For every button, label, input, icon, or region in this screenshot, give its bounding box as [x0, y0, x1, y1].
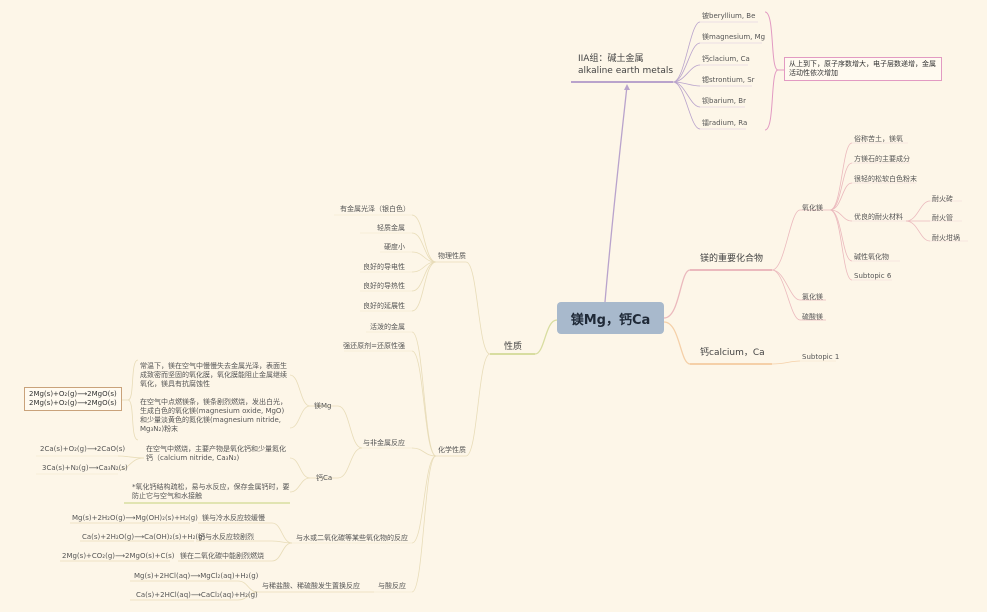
ca-equation[interactable]: 2Ca(s)+O₂(g)⟶2CaO(s) — [40, 445, 126, 453]
compound-other[interactable]: 氯化镁 — [802, 293, 823, 301]
water-item[interactable]: 镁与冷水反应较缓慢 — [202, 514, 265, 522]
mg-equation-box[interactable]: 2Mg(s)+O₂(g)⟶2MgO(s) 2Mg(s)+O₂(g)⟶2MgO(s… — [24, 387, 122, 411]
connector-calcium — [663, 321, 691, 365]
mg-equation: 2Mg(s)+O₂(g)⟶2MgO(s) — [29, 399, 117, 407]
mg-text-combustion[interactable]: 在空气中点燃镁条，镁条剧烈燃烧，发出白光，生成白色的氧化镁(magnesium … — [140, 398, 287, 433]
nonmetal-reaction[interactable]: 与非金属反应 — [363, 439, 405, 447]
arrow-icon — [624, 84, 630, 90]
mgo-item[interactable]: 碱性氧化物 — [854, 253, 889, 261]
element-item[interactable]: 镭radium, Ra — [702, 119, 748, 127]
connector-compounds — [663, 269, 691, 319]
underline-elements — [700, 21, 762, 130]
calcium-title[interactable]: 钙calcium，Ca — [700, 348, 765, 358]
physical-label[interactable]: 物理性质 — [438, 252, 466, 260]
mg-label[interactable]: 镁Mg — [314, 402, 332, 410]
physical-item[interactable]: 有金属光泽（银白色） — [340, 205, 410, 213]
mgo-item[interactable]: 很轻的松软白色粉末 — [854, 175, 917, 183]
chemical-reducer[interactable]: 强还原剂=还原性强 — [343, 342, 405, 350]
ca-text-storage[interactable]: *氧化钙结构疏松，易与水反应，保存金属钙时，要防止它与空气和水接触 — [132, 483, 290, 500]
water-equation[interactable]: 2Mg(s)+CO₂(g)⟶2MgO(s)+C(s) — [62, 552, 175, 560]
water-item[interactable]: 钙与水反应较剧烈 — [198, 533, 254, 541]
group-title-line1[interactable]: IIA组：碱土金属 — [578, 54, 644, 64]
ca-equation[interactable]: 3Ca(s)+N₂(g)⟶Ca₃N₂(s) — [42, 464, 128, 472]
calcium-subtopic[interactable]: Subtopic 1 — [802, 353, 840, 361]
water-reaction[interactable]: 与水或二氧化碳等某些氧化物的反应 — [296, 534, 408, 542]
mgo-item[interactable]: 优良的耐火材料 — [854, 213, 903, 221]
acid-reaction[interactable]: 与酸反应 — [378, 582, 406, 590]
physical-item[interactable]: 良好的导电性 — [363, 263, 405, 271]
refractory-item[interactable]: 耐火坩埚 — [932, 234, 960, 242]
compounds-title[interactable]: 镁的重要化合物 — [700, 254, 764, 264]
physical-item[interactable]: 良好的导热性 — [363, 282, 405, 290]
mgo-label[interactable]: 氧化镁 — [802, 204, 823, 212]
ca-text-combustion[interactable]: 在空气中燃烧，主要产物是氧化钙和少量氮化钙（calcium nitride, C… — [146, 445, 286, 462]
bracket-elements — [764, 11, 779, 131]
acid-item[interactable]: 与稀盐酸、稀硫酸发生置换反应 — [262, 582, 360, 590]
group-title-line2[interactable]: alkaline earth metals — [578, 66, 674, 76]
refractory-item[interactable]: 耐火管 — [932, 214, 953, 222]
central-topic[interactable]: 镁Mg，钙Ca — [557, 302, 664, 334]
connector-group — [604, 85, 628, 303]
element-item[interactable]: 锶strontium, Sr — [702, 76, 755, 84]
element-item[interactable]: 钡barium, Br — [702, 97, 746, 105]
water-equation[interactable]: Mg(s)+2H₂O(g)⟶Mg(OH)₂(s)+H₂(g) — [72, 514, 198, 522]
mgo-item[interactable]: 方镁石的主要成分 — [854, 155, 910, 163]
mgo-item[interactable]: 俗称苦土，镁氧 — [854, 135, 903, 143]
mg-text-oxidation[interactable]: 常温下，镁在空气中慢慢失去金属光泽，表面生成致密而坚固的氧化膜，氧化膜能阻止金属… — [140, 362, 287, 388]
acid-equation[interactable]: Ca(s)+2HCl(aq)⟶CaCl₂(aq)+H₂(g) — [136, 591, 258, 599]
element-item[interactable]: 钙clacium, Ca — [702, 55, 750, 63]
element-item[interactable]: 铍beryllium, Be — [702, 12, 756, 20]
ca-label[interactable]: 钙Ca — [316, 474, 333, 482]
physical-item[interactable]: 轻质金属 — [377, 224, 405, 232]
physical-item[interactable]: 硬度小 — [384, 243, 405, 251]
trend-note[interactable]: 从上到下，原子序数增大，电子层数递增，金属活动性依次增加 — [784, 57, 942, 81]
properties-title[interactable]: 性质 — [504, 342, 523, 352]
chemical-label[interactable]: 化学性质 — [438, 446, 466, 454]
water-item[interactable]: 镁在二氧化碳中能剧烈燃烧 — [180, 552, 264, 560]
physical-item[interactable]: 良好的延展性 — [363, 302, 405, 310]
chemical-active[interactable]: 活泼的金属 — [370, 323, 405, 331]
element-item[interactable]: 镁magnesium, Mg — [702, 33, 766, 41]
acid-equation[interactable]: Mg(s)+2HCl(aq)⟶MgCl₂(aq)+H₂(g) — [134, 572, 259, 580]
water-equation[interactable]: Ca(s)+2H₂O(g)⟶Ca(OH)₂(s)+H₂(g) — [82, 533, 206, 541]
connector-properties — [534, 319, 558, 355]
refractory-item[interactable]: 耐火砖 — [932, 195, 953, 203]
compound-other[interactable]: 硫酸镁 — [802, 313, 823, 321]
mgo-item[interactable]: Subtopic 6 — [854, 272, 892, 280]
mg-equation: 2Mg(s)+O₂(g)⟶2MgO(s) — [29, 390, 117, 398]
connector-elements — [672, 21, 701, 130]
